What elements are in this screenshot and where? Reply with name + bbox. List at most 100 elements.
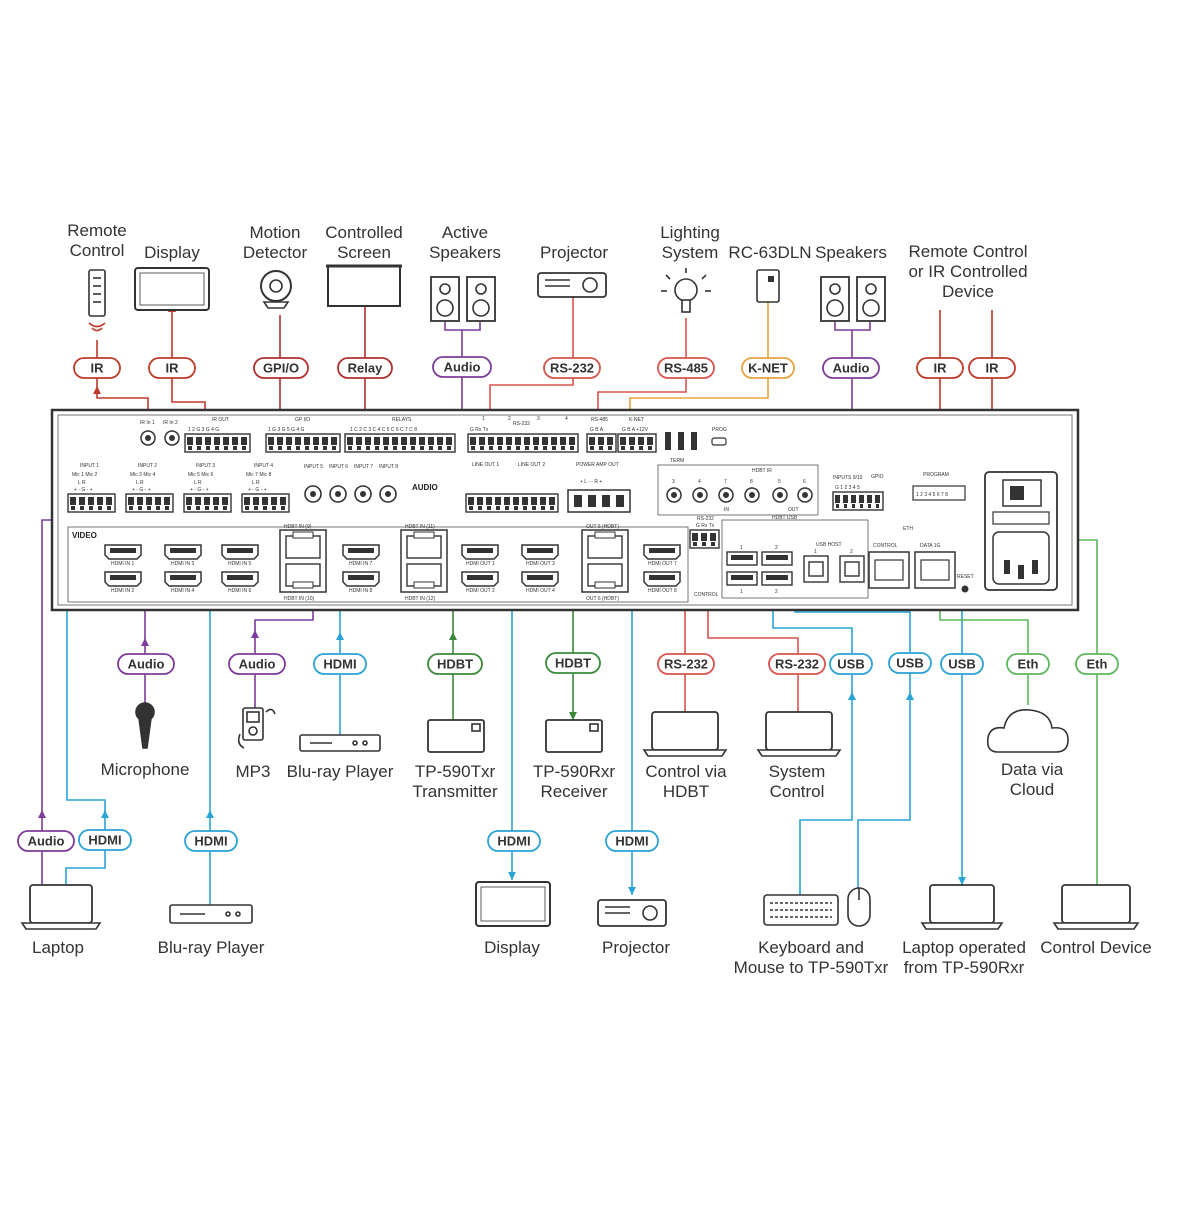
hdbt-in-11-12-rj45[interactable] [400,529,448,593]
rs485-terminal[interactable] [586,433,617,453]
hdbt-in-11-12-rj45-bottom-label: HDBT IN (12) [405,596,436,602]
hdbt-ir-num-5: 6 [803,479,806,485]
power-amp-terminal[interactable] [567,489,631,513]
mp3-player-icon [237,707,276,749]
pill-label-p-gpio: GPI/O [263,361,299,376]
usb-host-port-1[interactable] [803,555,829,583]
hdmi-in-6-port[interactable] [221,571,259,587]
audio-input-terminal-1[interactable] [67,493,116,513]
audio-input-pins-2: + - G - + [132,487,151,493]
video-section-label: VIDEO [72,531,97,540]
eth-data-port[interactable] [914,551,956,589]
hdmi-in-7-port[interactable] [342,544,380,560]
hdbt-ir-in-label: IN [724,507,729,513]
audio-input-mics-4: Mic 7 Mic 8 [246,472,272,478]
hdmi-in-1-port[interactable] [104,544,142,560]
usb-host-label: USB HOST [816,542,842,548]
hdbt-out-5-6-rj45[interactable] [581,529,629,593]
keyboard-icon [763,894,839,926]
hdmi-out-1-port[interactable] [461,544,499,560]
hdmi-out-8-port[interactable] [643,571,681,587]
pill-label-b-hdmi3: HDMI [497,834,530,849]
line-out-terminal[interactable] [465,493,559,513]
hdbt-usb-port-1[interactable] [726,551,758,566]
hdmi-in-3-port[interactable] [164,544,202,560]
eth-control-port[interactable] [868,551,910,589]
pill-label-p-ir3: IR [934,361,948,376]
projector-icon-bottom [597,899,667,927]
hdmi-in-4-port[interactable] [164,571,202,587]
hdmi-in-8-port[interactable] [342,571,380,587]
audio-input-mics-3: Mic 5 Mic 6 [188,472,214,478]
hdmi-out-2-port[interactable] [461,571,499,587]
pill-label-p-rs232: RS-232 [550,361,594,376]
prog-port[interactable] [711,437,727,446]
rs485-label: RS-485 [591,417,608,423]
rs232-hdbt-terminal[interactable] [689,529,720,549]
rs485-pins: G B A [590,427,604,433]
audio-input-terminal-4[interactable] [241,493,290,513]
pill-m-rs232b: RS-232 [768,653,826,675]
reset-button[interactable] [961,585,969,593]
hdbt-usb-num-1: 1 [740,545,743,551]
pill-label-m-eth1: Eth [1018,657,1039,672]
power-switch[interactable] [1002,479,1042,507]
pill-label-p-knet: K-NET [748,361,788,376]
audio-input-lr-1: L R [78,480,86,486]
hdmi-out-7-port[interactable] [643,544,681,560]
arrow-txr [449,632,457,640]
usb-host-port-2[interactable] [839,555,865,583]
gpio-terminal[interactable] [265,433,341,453]
arrowheads [38,304,966,895]
hdmi-out-3-port[interactable] [521,544,559,560]
audio-input-terminal-2[interactable] [125,493,174,513]
prog-label: PROG [712,427,727,433]
hdbt-in-9-10-rj45-bottom-label: HDBT IN (10) [284,596,315,602]
hdbt-ir-out-label: OUT [788,507,799,513]
line-out2-label: LINE OUT 2 [518,462,545,468]
audio-input-mics-1: Mic 1 Mic 2 [72,472,98,478]
label-laptop1: Laptop [32,938,84,957]
hdbt-usb-label: HDBT USB [772,515,798,521]
relays-label: RELAYS [392,417,412,423]
rs232-line-projector [489,297,574,420]
pill-b-hdmi2: HDMI [184,830,238,852]
relays-terminal[interactable] [344,433,456,453]
term-switch-1[interactable] [665,432,671,450]
hdbt-usb-port-3[interactable] [726,571,758,586]
hdbt-usb-port-2[interactable] [761,551,793,566]
fuse-holder [992,511,1050,525]
program-dip-switch[interactable] [912,485,966,501]
ir-out-terminal[interactable] [184,433,251,453]
hdbt-ir-num-3: 8 [750,479,753,485]
hdmi-in-2-label: HDMI IN 2 [111,588,135,594]
gpio2-terminal[interactable] [832,491,884,511]
term-switch-3[interactable] [691,432,697,450]
hdbt-in-9-10-rj45[interactable] [279,529,327,593]
pill-label-m-audio1: Audio [128,657,165,672]
hdbt-usb-port-4[interactable] [761,571,793,586]
hdmi-in-3-label: HDMI IN 3 [171,561,195,567]
hdmi-out-4-port[interactable] [521,571,559,587]
hdmi-in-2-port[interactable] [104,571,142,587]
knet-terminal[interactable] [617,433,657,453]
pill-m-audio1: Audio [117,653,175,675]
pill-label-m-hdbt2: HDBT [555,656,591,671]
laptop-icon-ctrl-device [1052,884,1140,930]
pill-p-audio1: Audio [432,356,492,378]
audio-input-label-2: INPUT 2 [138,463,157,469]
hdbt-ir-num-1: 4 [698,479,701,485]
eth-data-label: DATA 1G [920,543,940,549]
hdbt-ir-label: HDBT IR [752,468,772,474]
term-switch-2[interactable] [678,432,684,450]
pill-b-hdmi1: HDMI [78,829,132,851]
rs232-terminal[interactable] [467,433,579,453]
audio-input-pins-1: + - G - + [74,487,93,493]
hdmi-in-5-port[interactable] [221,544,259,560]
pill-label-m-usb2: USB [896,656,923,671]
rs232-hdbt-label: RS-232 [697,516,714,522]
hdmi-in-5-label: HDMI IN 5 [228,561,252,567]
audio-input-terminal-3[interactable] [183,493,232,513]
